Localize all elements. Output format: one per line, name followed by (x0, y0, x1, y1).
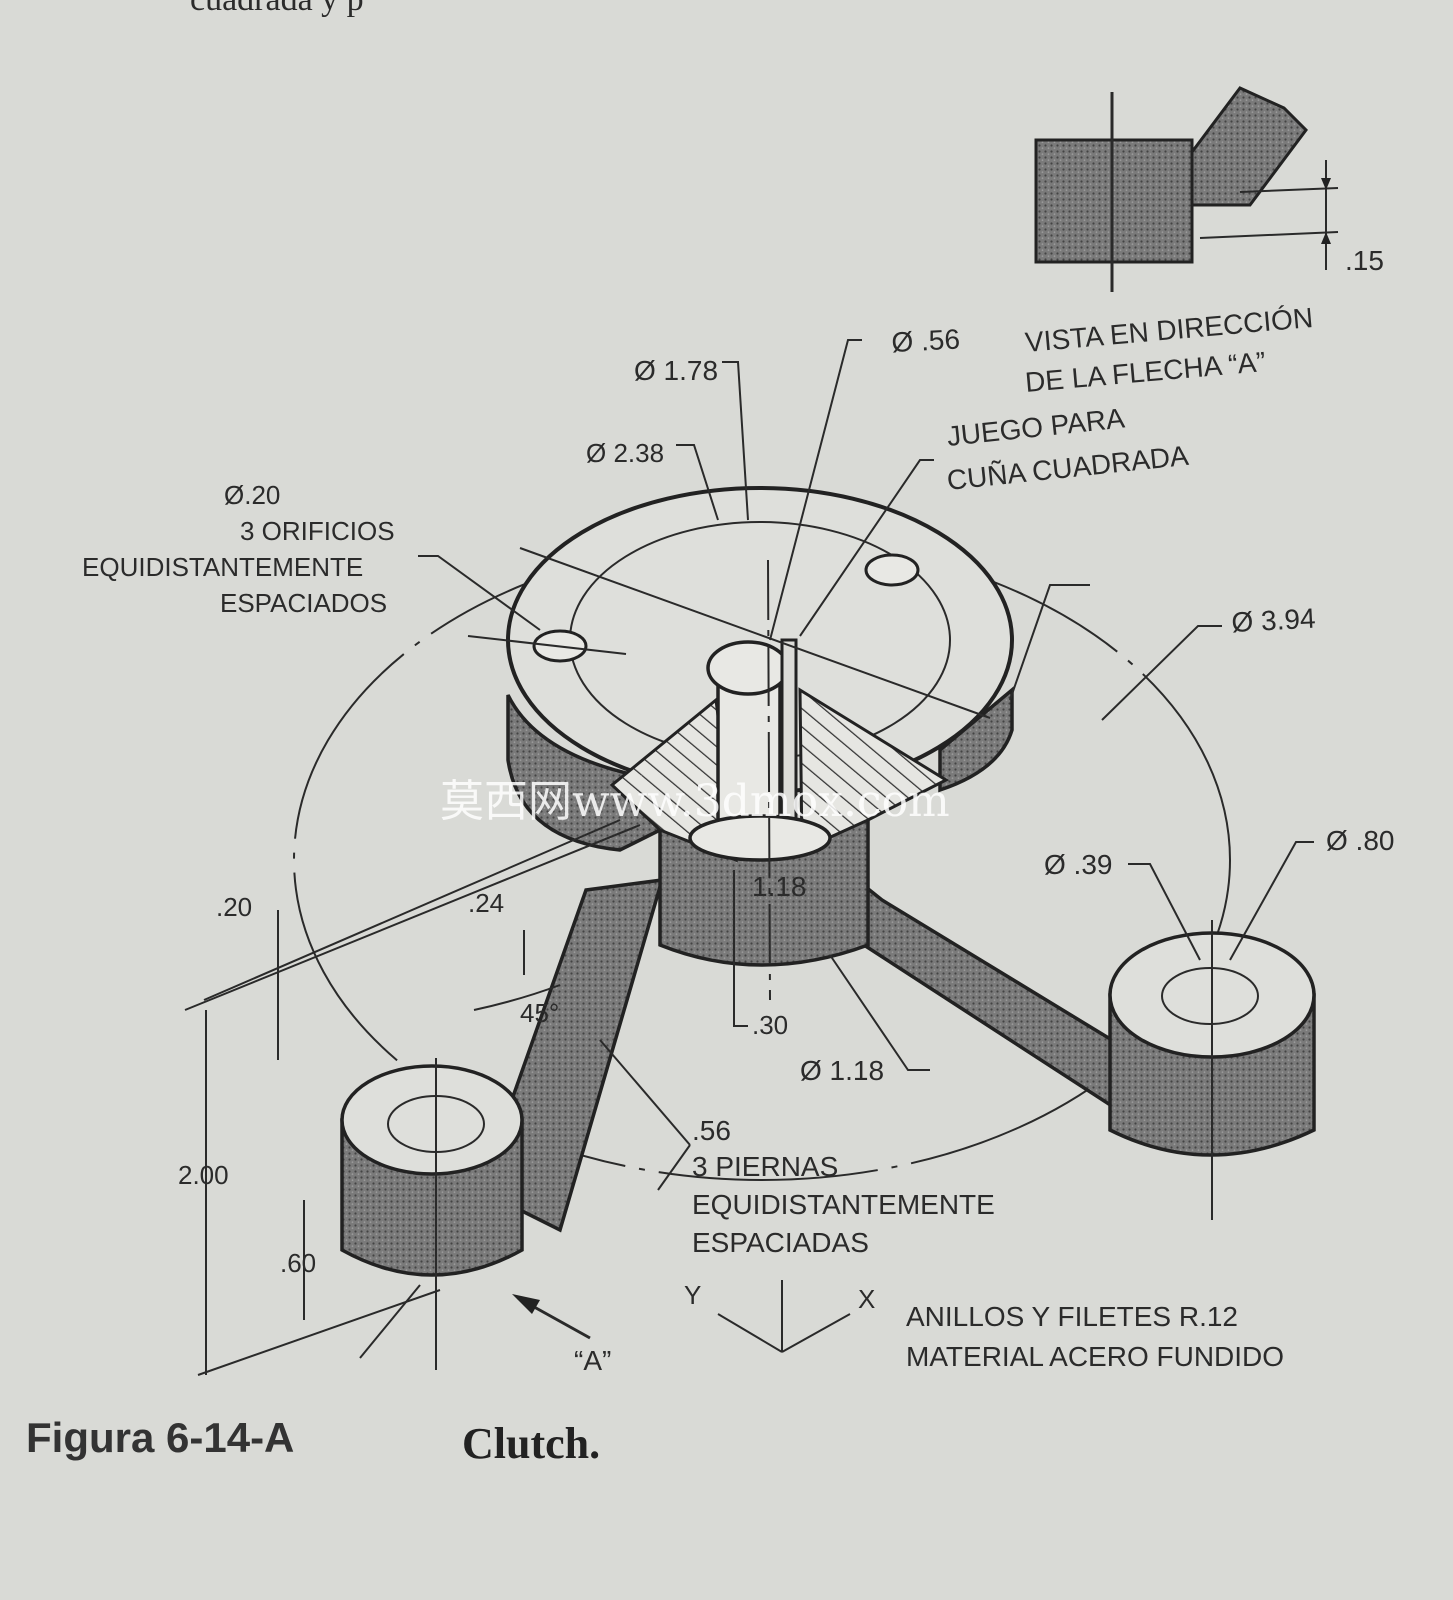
watermark: 莫西网www.3dmox.com (440, 776, 950, 827)
header-fragment: cuadrada y p (190, 0, 364, 18)
label-d056: Ø .56 (891, 323, 961, 358)
label-d024: .24 (468, 888, 504, 918)
labels: Ø .56 Ø 1.78 Ø 2.38 Ø.20 3 ORIFICIOS EQU… (82, 323, 1394, 1376)
inset-caption-line1: VISTA EN DIRECCIÓN (1024, 302, 1314, 358)
label-d060: .60 (280, 1248, 316, 1278)
label-holes-3: EQUIDISTANTEMENTE (82, 552, 363, 582)
label-axis-x: X (858, 1284, 875, 1314)
label-arrow-a: “A” (574, 1345, 611, 1376)
clutch-part (293, 486, 1316, 1370)
label-legs-3: EQUIDISTANTEMENTE (692, 1189, 995, 1220)
inset-dim: .15 (1345, 245, 1384, 276)
label-keyway-1: JUEGO PARA (945, 402, 1126, 452)
leg-right (839, 863, 1151, 1113)
leg-left (477, 877, 665, 1233)
label-d178: Ø 1.78 (634, 355, 718, 386)
label-d394: Ø 3.94 (1231, 603, 1317, 638)
label-legs-4: ESPACIADAS (692, 1227, 869, 1258)
section-hatch-right (798, 687, 950, 853)
caption-title: Clutch. (462, 1419, 600, 1468)
caption-number: Figura 6-14-A (26, 1414, 294, 1461)
inset-view: .15 VISTA EN DIRECCIÓN DE LA FLECHA “A” (1024, 86, 1384, 398)
label-axis-y: Y (684, 1280, 701, 1310)
label-ang45: 45° (520, 998, 559, 1028)
label-legs-2: 3 PIERNAS (692, 1151, 838, 1182)
label-h118: 1.18 (752, 871, 807, 902)
label-holes-4: ESPACIADOS (220, 588, 387, 618)
label-d039: Ø .39 (1044, 849, 1112, 880)
label-d238: Ø 2.38 (586, 438, 664, 468)
bolt-hole-right (864, 553, 920, 587)
label-holes-2: 3 ORIFICIOS (240, 516, 395, 546)
note-line-2: MATERIAL ACERO FUNDIDO (906, 1341, 1284, 1372)
note-line-1: ANILLOS Y FILETES R.12 (906, 1301, 1238, 1332)
label-legs-1: .56 (692, 1115, 731, 1146)
foot-left-top (340, 1064, 524, 1176)
label-d020: .20 (216, 892, 252, 922)
label-d200: 2.00 (178, 1160, 229, 1190)
label-d118: Ø 1.18 (800, 1055, 884, 1086)
label-d080: Ø .80 (1326, 825, 1394, 856)
label-d030: .30 (752, 1010, 788, 1040)
dimensions (184, 339, 1314, 1376)
label-holes-1: Ø.20 (224, 480, 280, 510)
hub-body (658, 818, 870, 967)
